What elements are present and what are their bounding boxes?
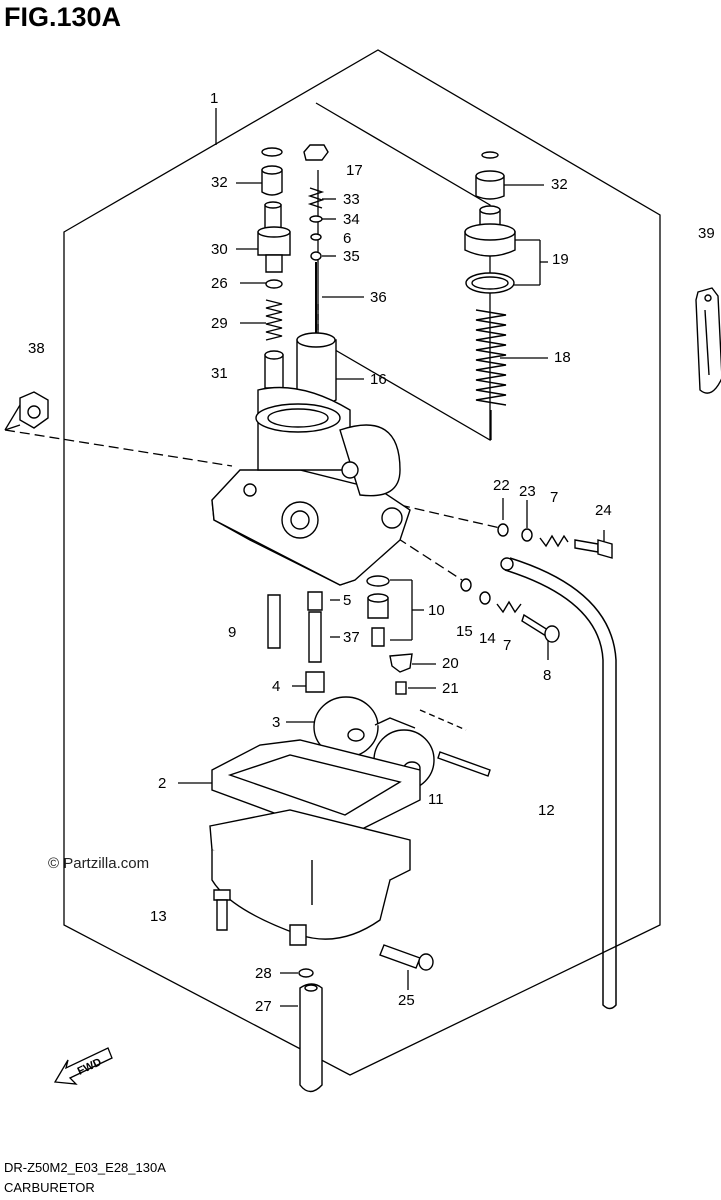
callout-39: 39 [698, 225, 715, 242]
callout-12: 12 [538, 802, 555, 819]
callout-21: 21 [442, 680, 459, 697]
callout-34: 34 [343, 211, 360, 228]
part-5-jet [307, 591, 323, 611]
fwd-badge: FWD [76, 1056, 104, 1077]
callout-18: 18 [554, 349, 571, 366]
callout-15: 15 [456, 623, 473, 640]
part-19-top-cap [464, 205, 516, 294]
assembly-frame [63, 49, 661, 1076]
part-15-washer [460, 578, 472, 592]
slide-group-frame [315, 102, 491, 442]
callout-32-left: 32 [211, 174, 228, 191]
callout-33: 33 [343, 191, 360, 208]
callout-13: 13 [150, 908, 167, 925]
callout-31: 31 [211, 365, 228, 382]
figure-code: DR-Z50M2_E03_E28_130A [4, 1160, 166, 1175]
callout-32-right: 32 [551, 176, 568, 193]
callout-38: 38 [28, 340, 45, 357]
part-8-screw [521, 613, 560, 643]
callout-25: 25 [398, 992, 415, 1009]
part-7-spring-lower [496, 600, 522, 614]
part-39-bracket [695, 287, 721, 394]
carburetor-body [211, 386, 411, 586]
callout-14: 14 [479, 630, 496, 647]
callout-20: 20 [442, 655, 459, 672]
part-35-seat [310, 251, 322, 261]
part-13-screw [213, 889, 231, 931]
part-26-oring [265, 279, 283, 289]
part-25-screw [379, 944, 434, 971]
part-27-tube [299, 983, 323, 1093]
part-22-washer [497, 523, 509, 537]
figure-title: FIG.130A [4, 2, 122, 32]
callout-27: 27 [255, 998, 272, 1015]
part-32-cap-right [475, 151, 505, 200]
callout-2: 2 [158, 775, 167, 792]
float-bowl [209, 809, 411, 946]
callout-26: 26 [211, 275, 228, 292]
callout-24: 24 [595, 502, 612, 519]
callout-6: 6 [343, 230, 352, 247]
part-9-jet [267, 594, 281, 649]
callout-29: 29 [211, 315, 228, 332]
callout-35: 35 [343, 248, 360, 265]
part-32-cap-left [261, 147, 283, 196]
callout-28: 28 [255, 965, 272, 982]
callout-16: 16 [370, 371, 387, 388]
part-20-clip [389, 653, 413, 673]
part-14-oring [479, 591, 491, 605]
part-10-starter [366, 575, 390, 647]
callout-10: 10 [428, 602, 445, 619]
part-31-plunger [264, 350, 284, 389]
part-29-spring [265, 299, 283, 341]
part-23-oring [521, 528, 533, 542]
callout-9: 9 [228, 624, 237, 641]
part-28-clip [298, 968, 314, 978]
callout-3: 3 [272, 714, 281, 731]
part-6-clip [310, 233, 322, 241]
watermark: © Partzilla.com [48, 855, 150, 872]
part-2-gasket [211, 739, 421, 831]
part-12-hose [504, 557, 617, 1010]
part-21-screw [395, 681, 407, 695]
callout-23: 23 [519, 483, 536, 500]
part-37-needle-jet [308, 611, 322, 663]
callout-37: 37 [343, 629, 360, 646]
part-4-main-jet [305, 671, 325, 693]
callout-5: 5 [343, 592, 352, 609]
callout-7-lower: 7 [503, 637, 512, 654]
part-11-pin [437, 751, 491, 777]
callout-1: 1 [210, 90, 219, 107]
callout-17: 17 [346, 162, 363, 179]
part-24-screw [574, 539, 613, 559]
part-38-nut [19, 391, 49, 429]
callout-4: 4 [272, 678, 281, 695]
part-7-spring-upper [539, 534, 569, 548]
callout-36: 36 [370, 289, 387, 306]
callout-7-upper: 7 [550, 489, 559, 506]
callout-11: 11 [428, 791, 444, 808]
fwd-arrow [53, 1047, 113, 1085]
part-17-clip [303, 144, 329, 161]
part-30-adjuster [257, 201, 291, 273]
callout-30: 30 [211, 241, 228, 258]
callout-22: 22 [493, 477, 510, 494]
fwd-label: FWD [76, 1056, 104, 1077]
figure-caption: CARBURETOR [4, 1180, 95, 1195]
part-18-spring [475, 309, 507, 406]
callout-19: 19 [552, 251, 569, 268]
part-33-spring [307, 187, 325, 209]
part-34-washer [309, 215, 323, 223]
callout-8: 8 [543, 667, 552, 684]
